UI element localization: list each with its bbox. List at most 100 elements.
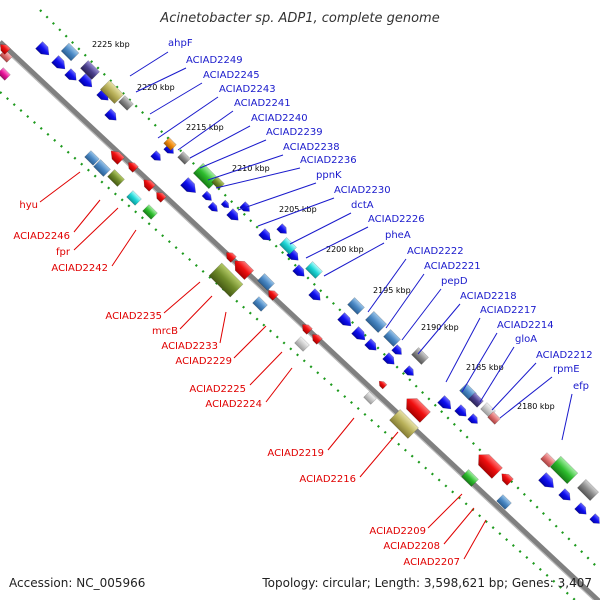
cog-olive-box xyxy=(208,262,244,298)
top-gene-label: ACIAD2245 xyxy=(203,70,260,81)
top-gene-label: ahpF xyxy=(168,38,193,49)
forward-gene-arrow xyxy=(292,264,305,277)
bottom-label-leader xyxy=(233,325,267,359)
top-label-leader xyxy=(149,82,203,115)
reverse-gene-arrow xyxy=(268,290,279,301)
top-label-leader xyxy=(257,197,335,227)
bottom-label-leader xyxy=(265,367,293,403)
top-label-leader xyxy=(417,303,461,355)
bottom-label-leader xyxy=(443,507,475,545)
top-label-leader xyxy=(479,346,515,403)
scale-label: 2180 kbp xyxy=(517,402,555,411)
forward-gene-arrow xyxy=(35,41,50,56)
reverse-gene-arrow xyxy=(143,179,156,192)
cog-purple-box xyxy=(80,60,100,80)
scale-label: 2225 kbp xyxy=(92,40,130,49)
top-label-leader xyxy=(385,273,425,329)
cog-olive-box xyxy=(211,176,225,190)
backbone-edge xyxy=(0,45,595,600)
top-label-leader xyxy=(289,212,352,245)
cog-khaki-box xyxy=(99,79,125,105)
cog-green-box xyxy=(549,455,579,485)
bottom-gene-label: ACIAD2219 xyxy=(267,448,324,459)
bottom-label-leader xyxy=(39,171,81,203)
top-gene-label: ACIAD2249 xyxy=(186,55,243,66)
bottom-label-leader xyxy=(427,493,463,529)
forward-gene-arrow xyxy=(207,201,218,212)
cog-steel-box xyxy=(60,42,80,62)
backbone-line xyxy=(0,40,600,600)
forward-gene-arrow xyxy=(437,395,452,410)
bottom-gene-label: ACIAD2233 xyxy=(161,341,218,352)
forward-gene-arrow xyxy=(226,208,239,221)
forward-gene-arrow xyxy=(276,223,287,234)
bottom-gene-labels: hyuACIAD2246fprACIAD2242ACIAD2235mrcBACI… xyxy=(13,171,487,568)
bottom-gene-label: ACIAD2229 xyxy=(175,356,232,367)
cog-magenta-box xyxy=(0,67,11,81)
bottom-gene-label: ACIAD2207 xyxy=(403,557,460,568)
top-label-leader xyxy=(199,139,267,169)
bottom-gene-label: hyu xyxy=(19,200,38,211)
reverse-gene-arrow xyxy=(128,162,139,173)
top-label-leader xyxy=(189,125,251,159)
accession-text: Accession: NC_005966 xyxy=(9,576,145,590)
cog-olive-box xyxy=(107,169,125,187)
cog-lightgrey-box xyxy=(363,391,377,405)
cog-steel-box xyxy=(257,273,275,291)
top-gene-label: ACIAD2240 xyxy=(251,113,308,124)
reverse-gene-arrow xyxy=(156,192,167,203)
top-gene-label: efp xyxy=(573,381,589,392)
bottom-label-leader xyxy=(249,351,283,386)
top-gene-label: rpmE xyxy=(553,364,580,375)
cog-pink-box xyxy=(0,49,13,63)
top-gene-label: pepD xyxy=(441,276,468,287)
bottom-gene-label: ACIAD2216 xyxy=(299,474,356,485)
top-gene-label: ACIAD2218 xyxy=(460,291,517,302)
cog-pink-box xyxy=(540,452,556,468)
top-label-leader xyxy=(129,51,169,77)
top-gene-label: ACIAD2222 xyxy=(407,246,464,257)
top-label-leader xyxy=(135,67,187,93)
cog-pink-box xyxy=(487,411,501,425)
top-label-leader xyxy=(215,167,301,189)
bottom-label-leader xyxy=(219,311,227,344)
forward-gene-arrow xyxy=(574,502,587,515)
reverse-gene-arrow xyxy=(478,454,503,479)
scale-label: 2205 kbp xyxy=(279,205,317,214)
forward-gene-arrow xyxy=(220,199,230,209)
reverse-gene-arrow xyxy=(110,150,125,165)
forward-gene-arrow xyxy=(558,488,571,501)
reverse-gene-arrow xyxy=(406,398,431,423)
cog-steel-box xyxy=(496,494,512,510)
top-label-leader xyxy=(237,182,317,211)
bottom-gene-label: mrcB xyxy=(152,326,178,337)
reverse-strand-genes xyxy=(0,44,514,486)
gc-dot-line-inner xyxy=(0,91,576,600)
forward-gene-arrow xyxy=(180,177,196,193)
cog-cyan-box xyxy=(126,190,142,206)
top-label-leader xyxy=(177,110,234,151)
cog-steel-box xyxy=(347,297,365,315)
top-label-leader xyxy=(157,96,219,139)
bottom-gene-label: ACIAD2225 xyxy=(189,384,246,395)
forward-gene-arrow xyxy=(589,513,600,524)
top-label-leader xyxy=(401,288,442,341)
scale-label: 2195 kbp xyxy=(373,286,411,295)
cog-steel-box xyxy=(365,311,387,333)
top-gene-label: pheA xyxy=(385,230,411,241)
bottom-label-leader xyxy=(179,295,213,330)
cog-khaki-box xyxy=(389,409,419,439)
bottom-label-leader xyxy=(111,229,137,267)
cog-steel-box xyxy=(252,296,268,312)
forward-gene-arrow xyxy=(78,73,93,88)
bottom-gene-label: ACIAD2242 xyxy=(51,263,108,274)
bottom-label-leader xyxy=(327,417,355,451)
scale-label: 2210 kbp xyxy=(232,164,270,173)
cog-steel-box xyxy=(84,150,100,166)
cog-green-box xyxy=(142,204,158,220)
top-gene-label: ACIAD2238 xyxy=(283,142,340,153)
cog-grey-box xyxy=(118,95,134,111)
top-gene-label: ACIAD2241 xyxy=(234,98,291,109)
genome-backbone xyxy=(0,40,600,600)
